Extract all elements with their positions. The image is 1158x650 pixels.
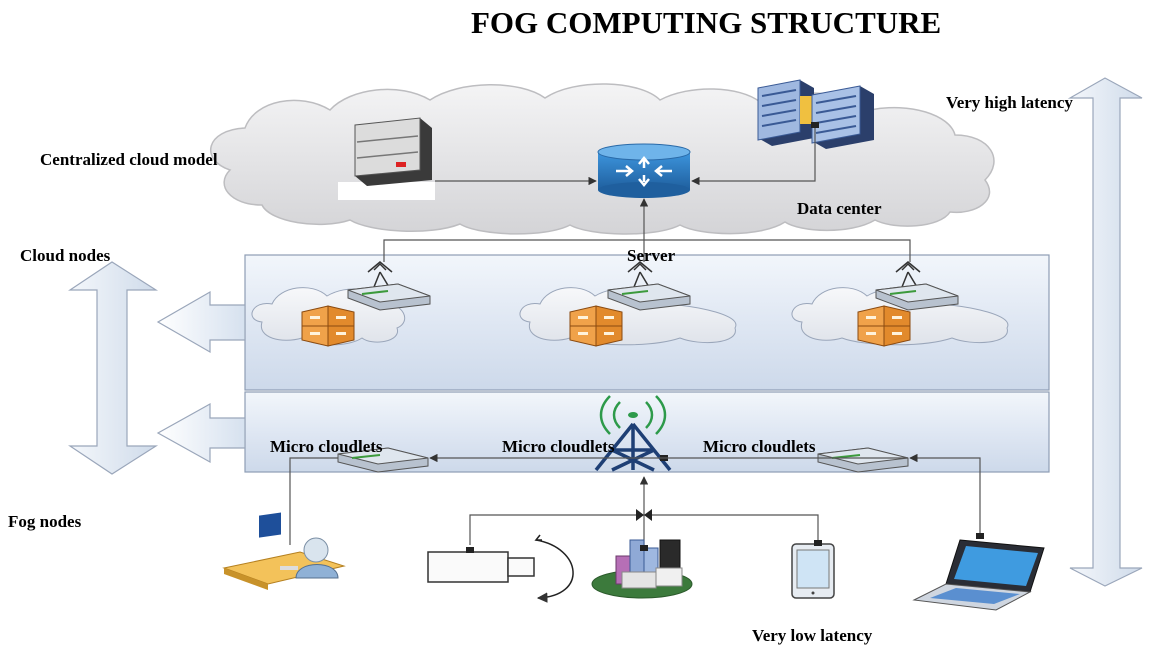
rotation-arrow-icon: [534, 534, 574, 603]
page-title: FOG COMPUTING STRUCTURE: [471, 5, 942, 40]
right-vertical-double-arrow: [1067, 77, 1143, 587]
datacenter-servers-icon: [757, 79, 874, 149]
desktop-user-icon: [222, 512, 346, 590]
label-centralized-cloud-model: Centralized cloud model: [40, 150, 218, 169]
wireless-router-icon: [347, 261, 959, 311]
label-cloud-nodes: Cloud nodes: [20, 246, 111, 265]
left-vertical-double-arrow: [68, 261, 159, 475]
label-micro-cloudlets-1: Micro cloudlets: [270, 437, 383, 456]
wireless-router-icon: [337, 447, 909, 473]
label-very-low-latency: Very low latency: [752, 626, 873, 645]
camera-icon: [427, 547, 535, 583]
top-connections: [435, 122, 819, 240]
label-server: Server: [627, 246, 676, 265]
label-fog-nodes: Fog nodes: [8, 512, 82, 531]
server-base-label-block: [338, 182, 435, 200]
left-arrow-fog-nodes: [156, 402, 246, 464]
tablet-icon: [791, 540, 835, 599]
central-hub-icon: [597, 143, 691, 198]
junction-icon: [636, 509, 652, 521]
storage-cabinet-icon: [301, 305, 911, 347]
label-very-high-latency: Very high latency: [946, 93, 1073, 112]
left-arrow-cloud-nodes: [156, 290, 246, 354]
city-buildings-icon: [591, 539, 693, 599]
radio-tower-icon: [594, 395, 672, 472]
server-bus: [383, 239, 911, 262]
label-micro-cloudlets-2: Micro cloudlets: [502, 437, 615, 456]
laptop-icon: [912, 533, 1045, 611]
label-micro-cloudlets-3: Micro cloudlets: [703, 437, 816, 456]
label-data-center: Data center: [797, 199, 882, 218]
server-tower-icon: [354, 117, 432, 186]
